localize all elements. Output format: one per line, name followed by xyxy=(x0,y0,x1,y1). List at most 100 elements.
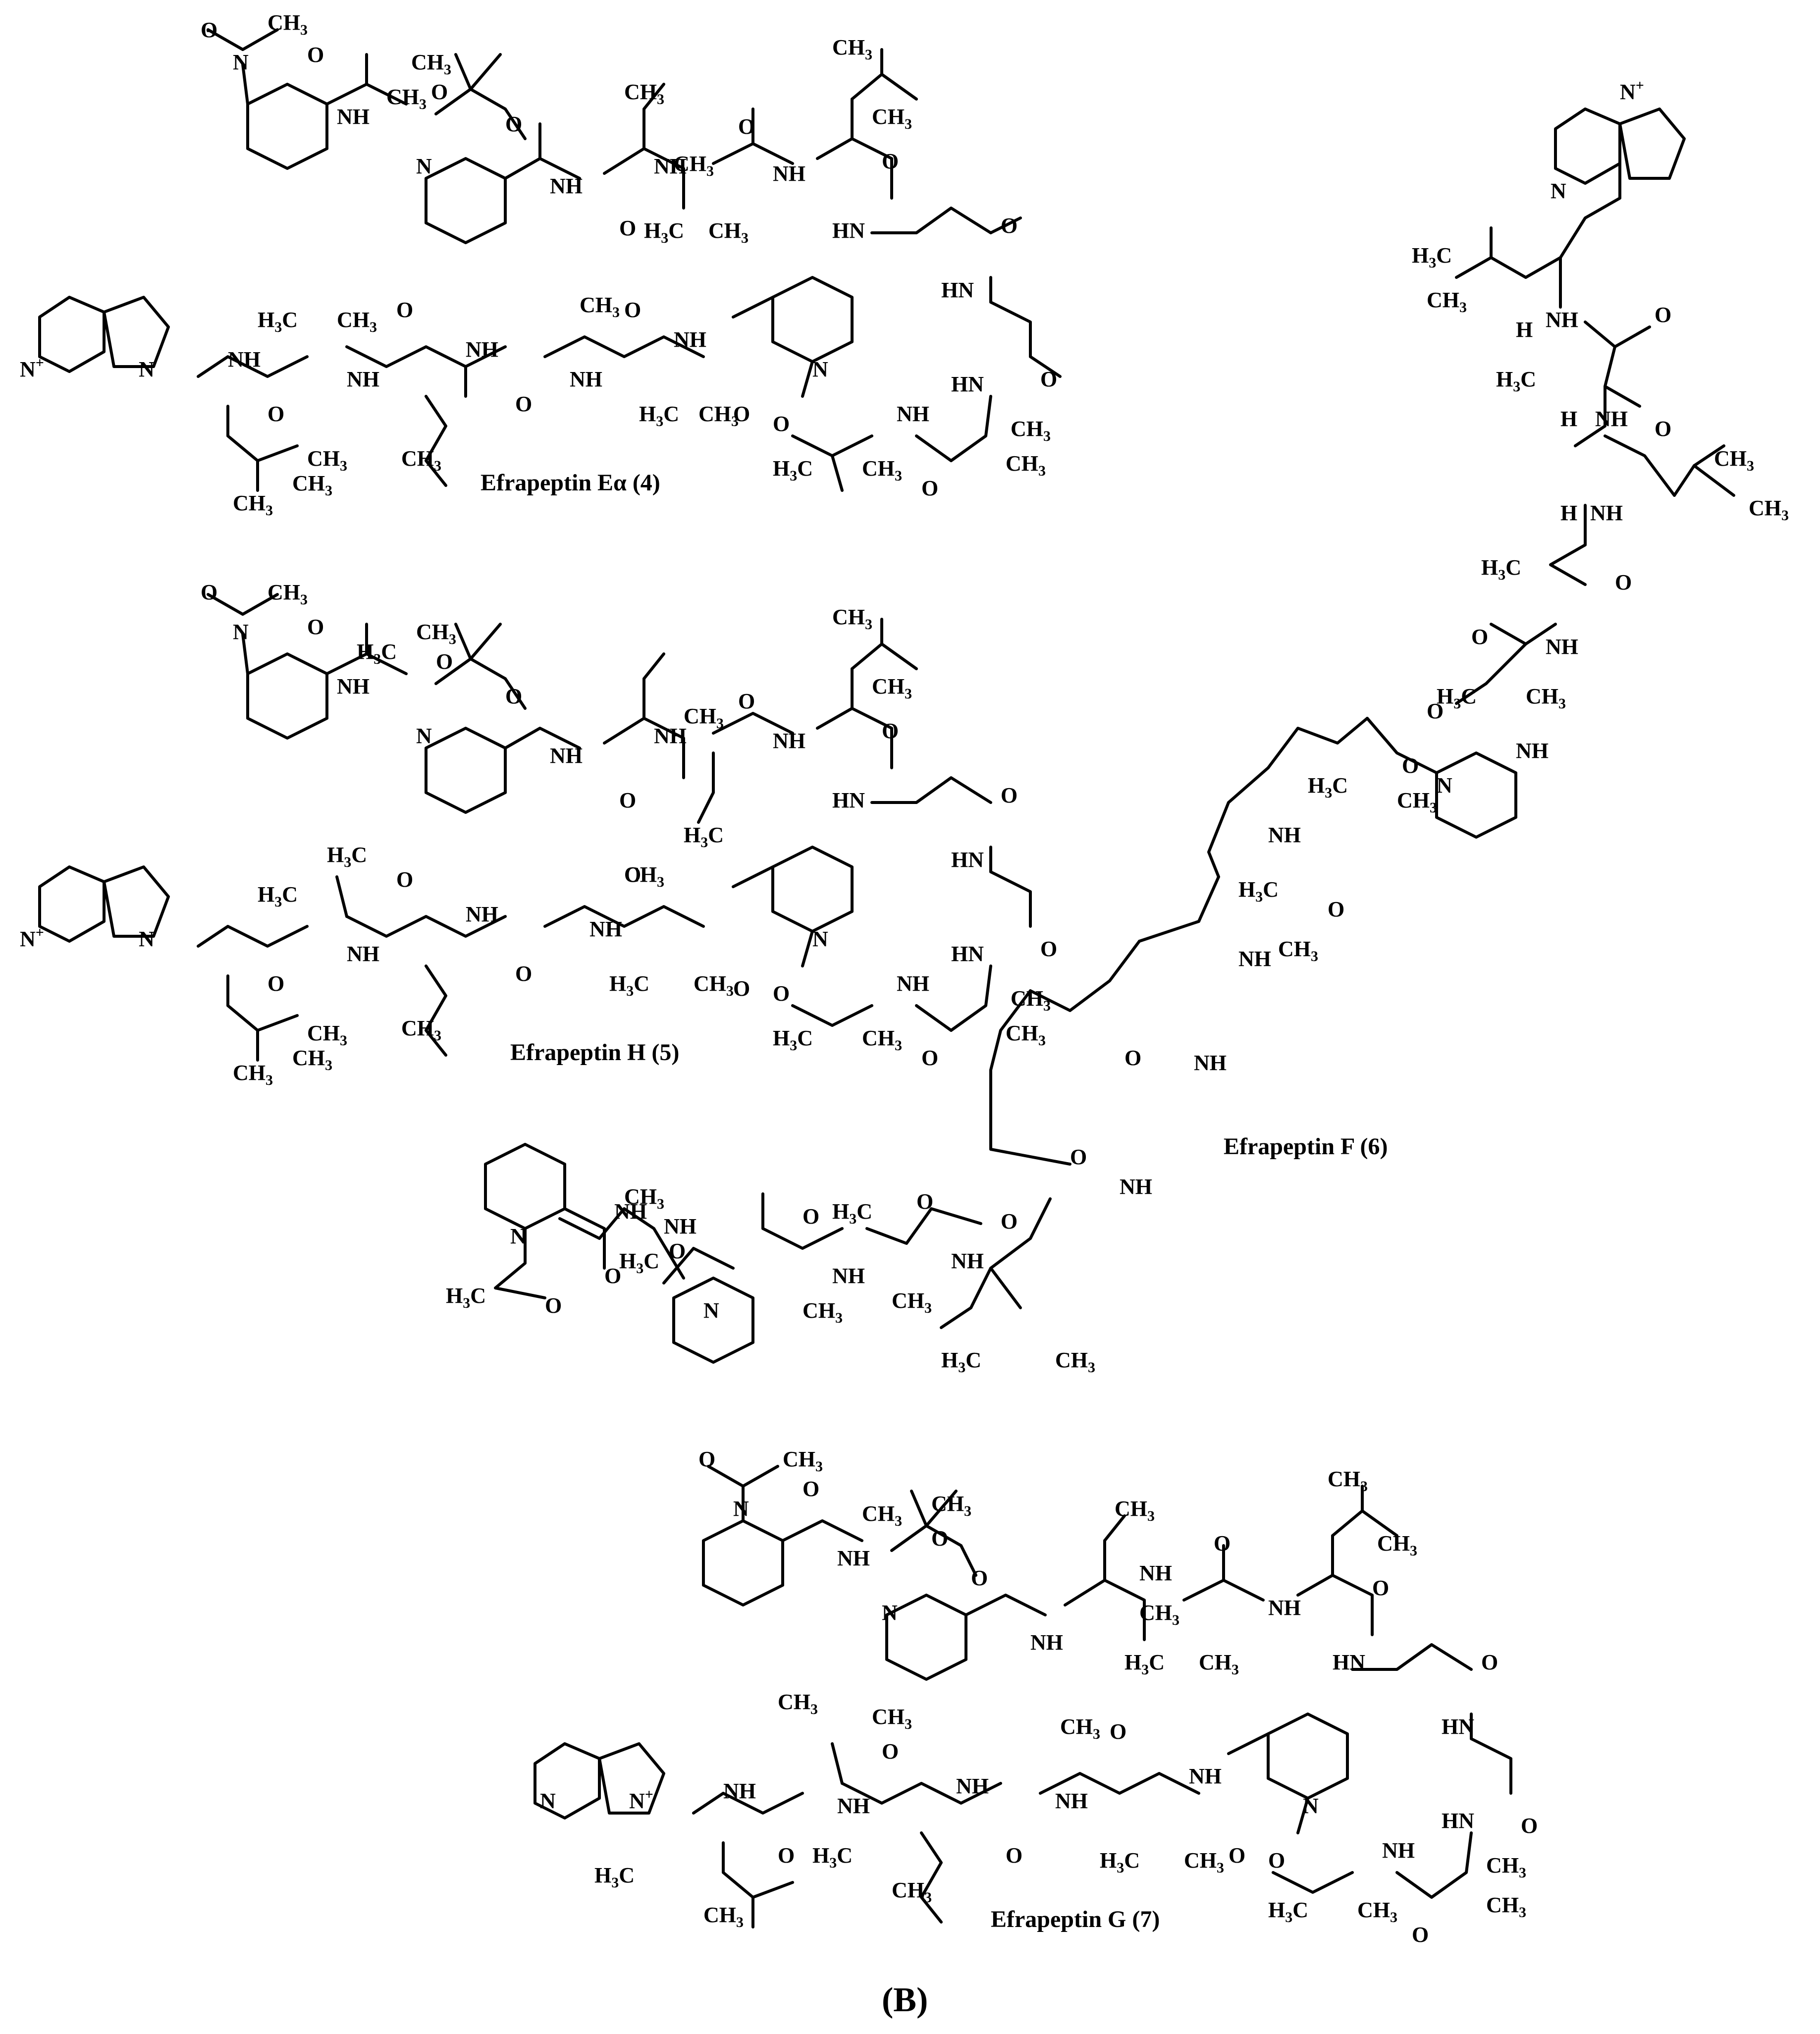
atom-label-nh: NH xyxy=(347,367,379,391)
caption-efrapeptin-f: Efrapeptin F (6) xyxy=(1224,1133,1388,1160)
atom-label-o: O xyxy=(396,867,413,892)
atom-label-o: O xyxy=(1214,1531,1231,1555)
atom-label-ch3: CH3 xyxy=(832,605,872,633)
atom-label-o: O xyxy=(803,1204,819,1229)
atom-label-n: N xyxy=(812,927,828,951)
atom-label-n: N xyxy=(1551,179,1566,203)
atom-label-ch3: CH3 xyxy=(1139,1601,1179,1628)
atom-label-n: N xyxy=(510,1224,526,1248)
atom-label-nh: NH xyxy=(654,724,687,748)
atom-label-o: O xyxy=(1481,1650,1498,1674)
atom-label-nh: NH xyxy=(773,161,805,186)
atom-label-h: H xyxy=(1516,318,1533,342)
atom-label-h3c: H3C xyxy=(1481,555,1521,583)
atom-label-h: H xyxy=(1560,501,1577,525)
atom-label-h3c: H3C xyxy=(1238,877,1279,905)
atom-label-ch3: CH3 xyxy=(694,971,734,999)
atom-label-n: N xyxy=(233,620,249,644)
atom-label-ch3: CH3 xyxy=(1328,1467,1368,1495)
atom-label-ch3: CH3 xyxy=(783,1447,823,1475)
atom-label-nh: NH xyxy=(1055,1789,1088,1813)
atom-label-ch3: CH3 xyxy=(684,704,724,732)
atom-label-o: O xyxy=(396,298,413,322)
atom-label-n: N xyxy=(1437,773,1452,798)
atom-label-ch3: CH3 xyxy=(1006,1021,1046,1049)
atom-label-ch3: CH3 xyxy=(862,1501,902,1529)
atom-label-o: O xyxy=(778,1843,795,1868)
atom-label-nh: NH xyxy=(674,327,706,352)
atom-label-n: N xyxy=(139,927,155,951)
atom-label-ch3: CH3 xyxy=(401,446,441,474)
atom-label-o: O xyxy=(604,1264,621,1288)
atom-label-o: O xyxy=(882,149,899,173)
atom-label-n: N xyxy=(882,1601,898,1625)
atom-label-nh: NH xyxy=(951,1249,984,1273)
atom-label-nh: NH xyxy=(723,1779,756,1803)
atom-label-o: O xyxy=(505,684,522,708)
atom-label-ch3: CH3 xyxy=(892,1288,932,1316)
atom-label-ch3: CH3 xyxy=(624,862,664,890)
atom-label-nh: NH xyxy=(1546,308,1578,332)
atom-label-ch3: CH3 xyxy=(233,1061,273,1088)
atom-label-o: O xyxy=(921,476,938,500)
atom-label-h3c: H3C xyxy=(1124,1650,1165,1678)
atom-label-ch3: CH3 xyxy=(703,1903,744,1930)
atom-label-ch3: CH3 xyxy=(268,580,308,608)
atom-label-ch3: CH3 xyxy=(1060,1714,1100,1742)
atom-label-o: O xyxy=(1655,417,1671,441)
atom-label-ch3: CH3 xyxy=(1486,1893,1526,1921)
atom-label-o: O xyxy=(1006,1843,1022,1868)
atom-label-o: O xyxy=(773,412,790,436)
atom-label-ch3: CH3 xyxy=(1115,1497,1155,1524)
structure-efrapeptin-f xyxy=(484,107,1735,1364)
atom-label-ch3: CH3 xyxy=(624,1184,664,1212)
atom-label-o: O xyxy=(1040,937,1057,961)
atom-label-nh: NH xyxy=(1238,947,1271,971)
atom-label-np: N+ xyxy=(629,1786,653,1813)
atom-label-o: O xyxy=(1124,1046,1141,1070)
atom-label-nh: NH xyxy=(550,744,583,768)
atom-label-h3c: H3C xyxy=(446,1284,486,1311)
atom-label-nh: NH xyxy=(837,1546,870,1570)
atom-label-hn: HN xyxy=(941,278,974,302)
panel-label: (B) xyxy=(882,1981,928,2019)
atom-label-o: O xyxy=(738,114,755,139)
structure-efrapeptin-h xyxy=(38,593,1032,1062)
atom-label-ch3: CH3 xyxy=(872,105,912,132)
atom-label-nh: NH xyxy=(614,1199,647,1224)
atom-label-o: O xyxy=(1040,367,1057,391)
atom-label-ch3: CH3 xyxy=(862,1026,902,1054)
atom-label-h3c: H3C xyxy=(258,882,298,910)
atom-label-h3c: H3C xyxy=(1308,773,1348,801)
atom-label-o: O xyxy=(201,18,217,42)
atom-label-ch3: CH3 xyxy=(803,1298,843,1326)
atom-label-nh: NH xyxy=(589,917,622,941)
atom-label-n: N xyxy=(416,724,432,748)
atom-label-h3c: H3C xyxy=(1412,243,1452,271)
atom-label-o: O xyxy=(916,1189,933,1214)
atom-label-o: O xyxy=(669,1239,686,1263)
atom-label-nh: NH xyxy=(664,1214,696,1238)
atom-label-o: O xyxy=(1229,1843,1245,1868)
atom-label-o: O xyxy=(931,1526,948,1551)
atom-label-o: O xyxy=(1521,1814,1538,1838)
atom-label-nh: NH xyxy=(337,105,370,129)
atom-label-o: O xyxy=(1402,753,1419,778)
atom-label-o: O xyxy=(1001,783,1017,807)
atom-label-n: N xyxy=(233,50,249,74)
atom-label-o: O xyxy=(738,689,755,713)
atom-label-ch3: CH3 xyxy=(1749,496,1789,524)
atom-label-nh: NH xyxy=(1268,1596,1301,1620)
atom-label-h3c: H3C xyxy=(639,402,679,429)
atom-label-ch3: CH3 xyxy=(1011,986,1051,1014)
atom-label-ch3: CH3 xyxy=(1357,1898,1397,1926)
atom-label-o: O xyxy=(624,298,641,322)
atom-label-h: H xyxy=(1560,407,1577,431)
atom-label-h3c: H3C xyxy=(357,640,397,667)
atom-label-ch3: CH3 xyxy=(1714,446,1754,474)
atom-label-ch3: CH3 xyxy=(1397,788,1437,816)
atom-label-ch3: CH3 xyxy=(1011,417,1051,444)
atom-label-nh: NH xyxy=(1189,1764,1222,1788)
atom-label-nh: NH xyxy=(550,174,583,198)
atom-label-ch3: CH3 xyxy=(872,1705,912,1732)
